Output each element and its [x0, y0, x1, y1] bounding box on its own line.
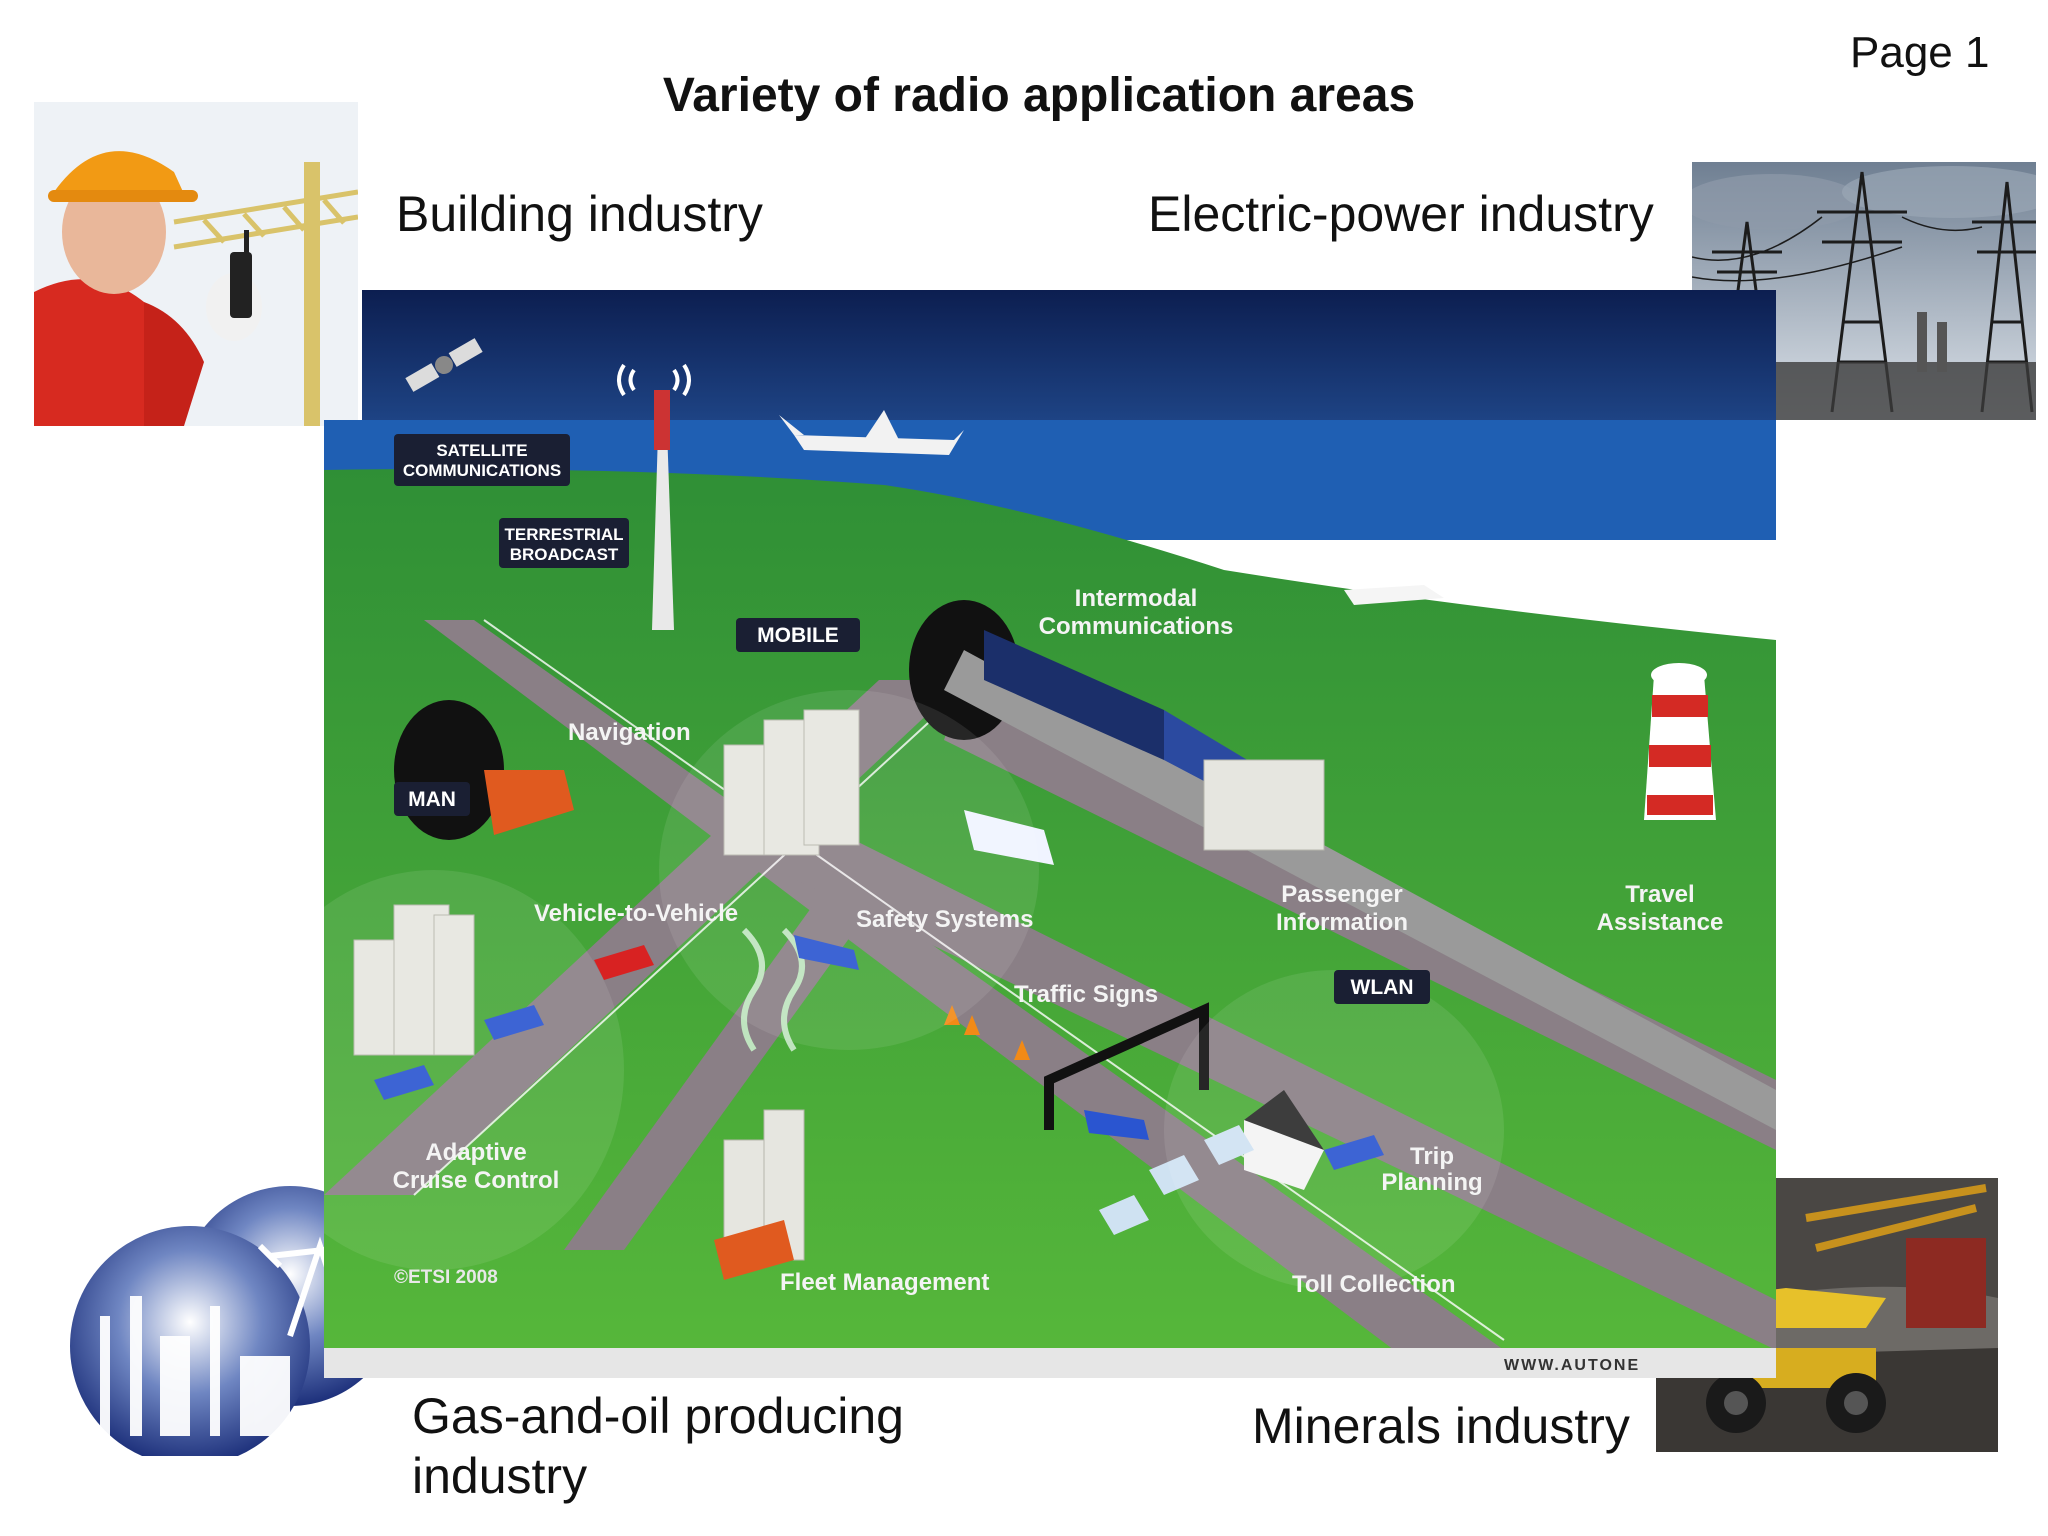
house-icon [1244, 1090, 1324, 1190]
page-number: Page 1 [1850, 28, 1990, 77]
label-mobile: MOBILE [757, 624, 839, 647]
ship-icon [1344, 585, 1444, 605]
label-fleet-management: Fleet Management [780, 1269, 989, 1296]
label-terrestrial-line2: BROADCAST [510, 545, 619, 564]
label-adaptive-line2: Cruise Control [393, 1167, 560, 1194]
label-satellite-line1: SATELLITE [436, 441, 527, 460]
label-toll-collection: Toll Collection [1292, 1271, 1456, 1298]
lighthouse-icon [1644, 663, 1716, 820]
label-travel-line1: Travel [1625, 881, 1694, 908]
label-watermark: WWW.AUTONE [1504, 1357, 1640, 1374]
label-terrestrial-line1: TERRESTRIAL [505, 525, 624, 544]
label-safety-systems: Safety Systems [856, 906, 1033, 933]
label-intermodal-line1: Intermodal [1075, 585, 1198, 612]
broadcast-tower-icon [617, 363, 691, 630]
label-trip-line2: Planning [1381, 1169, 1482, 1196]
label-wlan: WLAN [1351, 976, 1414, 999]
label-copyright: ©ETSI 2008 [394, 1267, 498, 1288]
label-travel-line2: Assistance [1597, 909, 1724, 936]
satellite-icon [405, 338, 483, 392]
label-passenger-line1: Passenger [1281, 881, 1402, 908]
caption-minerals-industry: Minerals industry [1252, 1398, 1630, 1454]
label-satellite-line2: COMMUNICATIONS [403, 461, 561, 480]
caption-electric-power-industry: Electric-power industry [1148, 186, 1654, 242]
label-vehicle-to-vehicle: Vehicle-to-Vehicle [534, 900, 738, 927]
label-traffic-signs: Traffic Signs [1014, 981, 1158, 1008]
caption-gas-oil-line2: industry [412, 1448, 588, 1504]
label-passenger-line2: Information [1276, 909, 1408, 936]
label-man: MAN [408, 788, 456, 811]
label-adaptive-line1: Adaptive [425, 1139, 526, 1166]
airplane-icon [779, 410, 964, 455]
caption-building-industry: Building industry [396, 186, 763, 242]
construction-worker-photo [34, 102, 358, 426]
caption-gas-oil-line1: Gas-and-oil producing [412, 1388, 904, 1444]
label-navigation: Navigation [568, 719, 691, 746]
label-intermodal-line2: Communications [1039, 613, 1234, 640]
page-title: Variety of radio application areas [662, 69, 1416, 122]
label-trip-line1: Trip [1410, 1143, 1454, 1170]
radio-applications-diagram: SATELLITE COMMUNICATIONS TERRESTRIAL BRO… [244, 290, 1776, 1378]
vehicle-icons [374, 770, 1384, 1280]
